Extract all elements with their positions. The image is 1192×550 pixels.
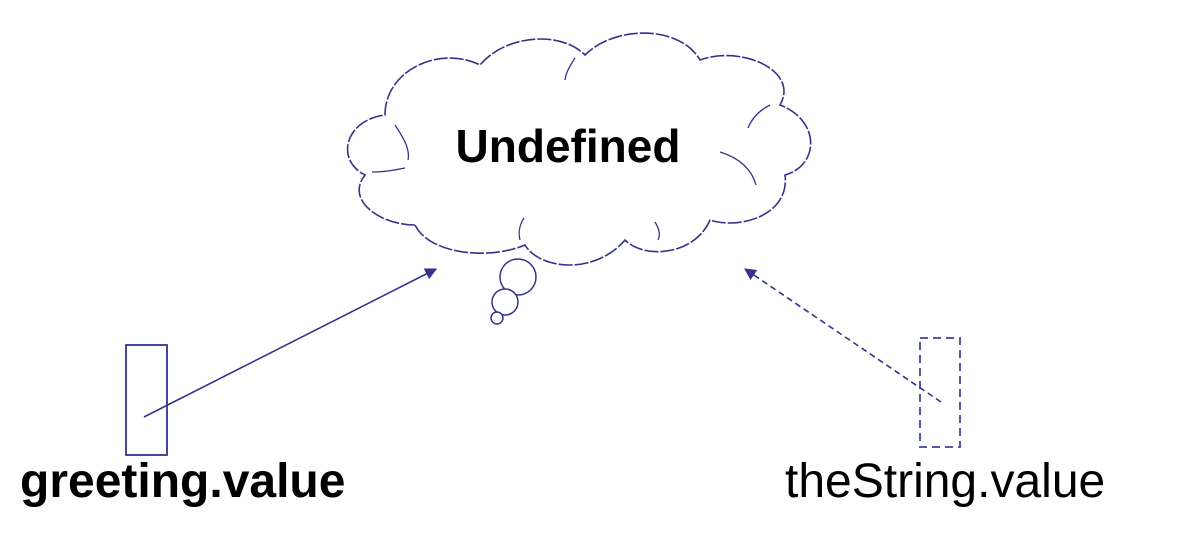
thought-bubble-small: [490, 311, 504, 325]
thought-cloud: Undefined: [346, 32, 812, 266]
cloud-lobe-line: [719, 151, 757, 186]
cloud-lobe-line: [564, 57, 576, 81]
cloud-lobe-line: [394, 124, 410, 161]
thought-bubble-medium: [491, 288, 519, 316]
greeting-variable-label: greeting.value: [20, 455, 346, 508]
thestring-reference-arrow: [744, 268, 942, 403]
thestring-variable-label: theString.value: [785, 455, 1106, 508]
cloud-lobe-line: [518, 217, 525, 241]
thestring-variable-box: [919, 337, 961, 448]
thought-bubbles: [490, 258, 537, 325]
cloud-label: Undefined: [456, 120, 681, 172]
thought-bubble-large: [499, 258, 537, 296]
cloud-lobe-line: [371, 167, 406, 173]
greeting-reference-arrow: [143, 268, 438, 418]
cloud-lobe-line: [654, 221, 660, 241]
cloud-shape: [346, 32, 812, 266]
greeting-variable-box: [125, 344, 168, 456]
cloud-lobe-line: [747, 104, 771, 129]
